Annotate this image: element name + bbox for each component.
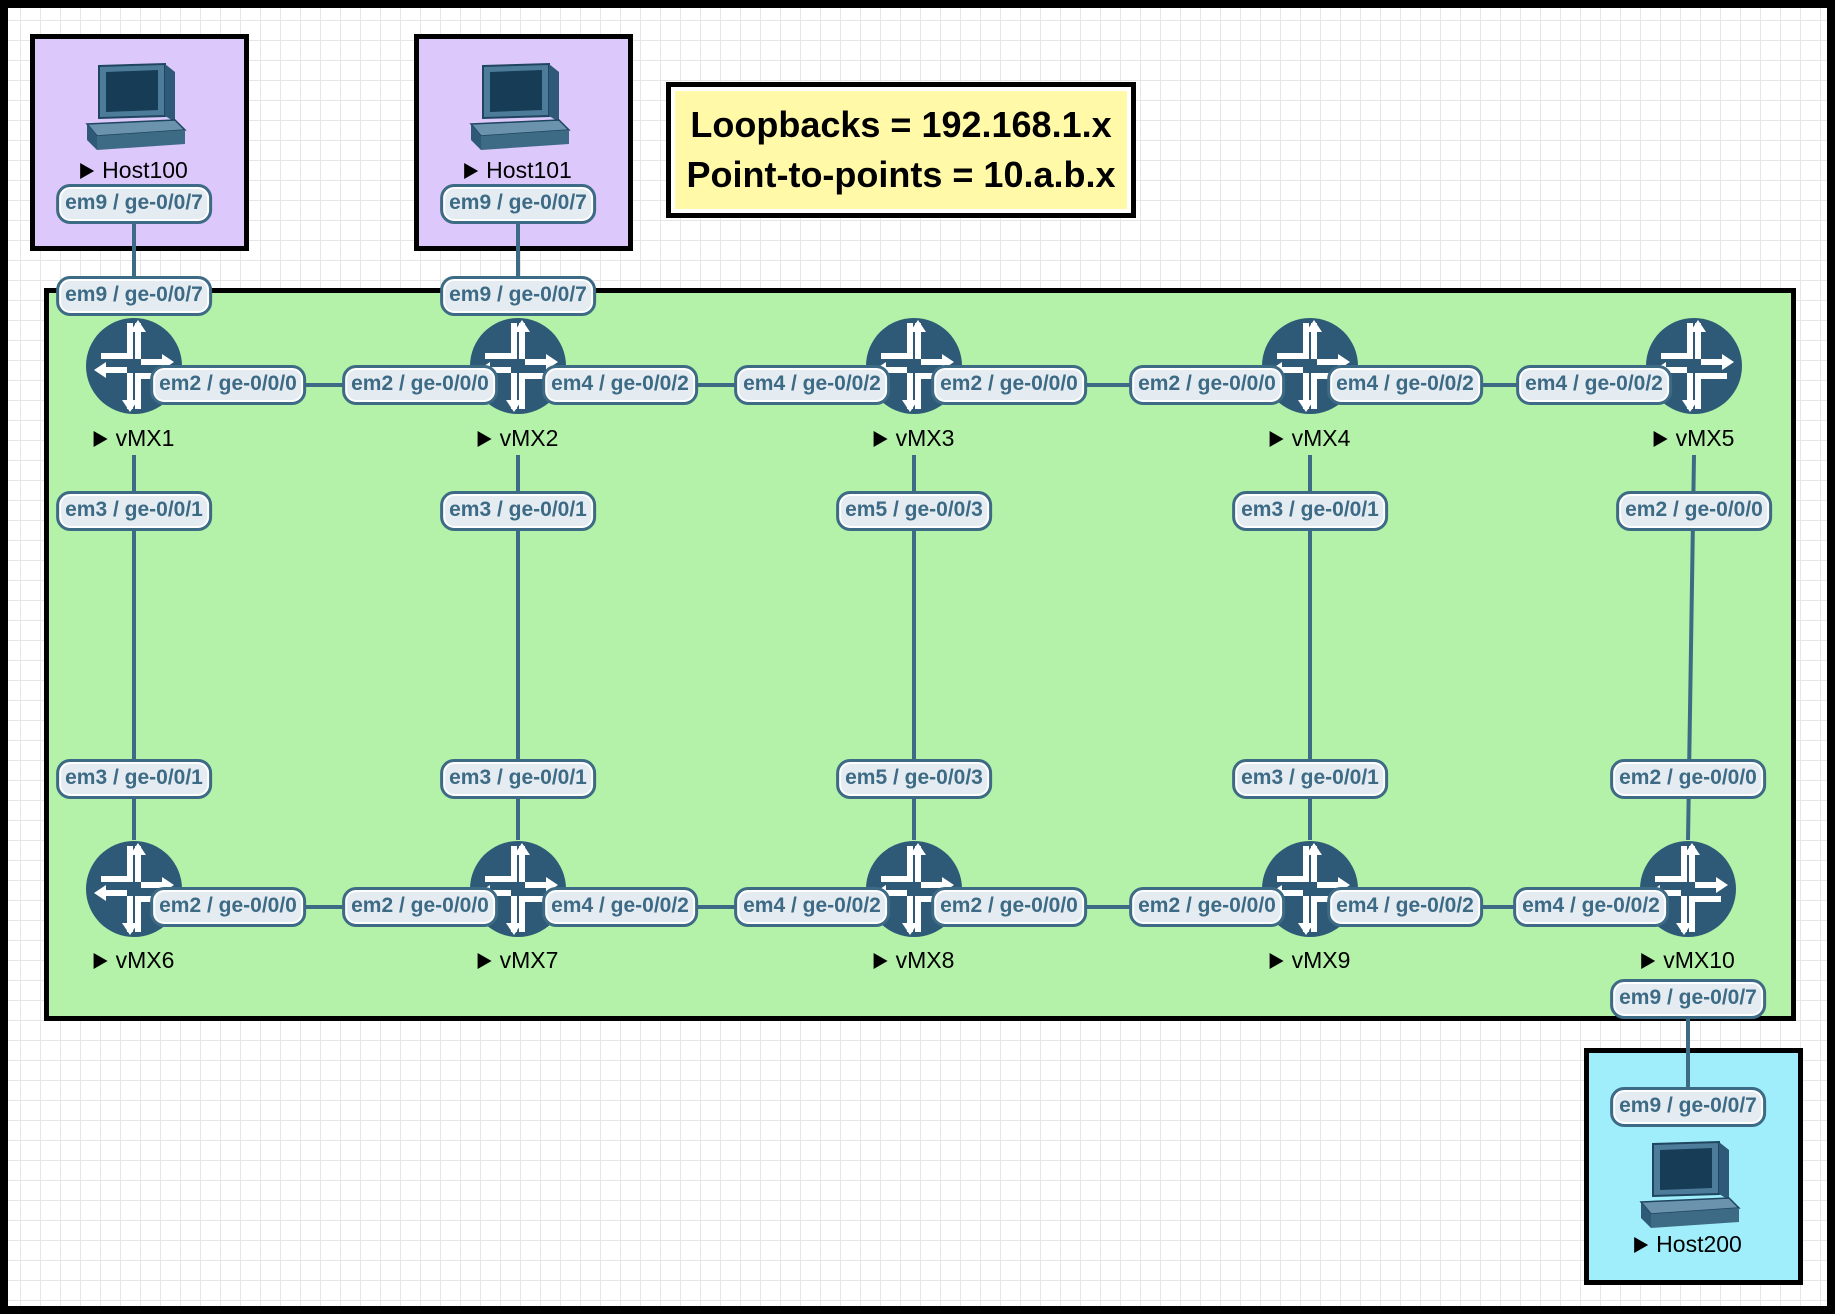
interface-label-vmx2-vmx2-vmx7[interactable]: em3 / ge-0/0/1 — [440, 491, 596, 531]
interface-label-vmx6-vmx6-vmx7[interactable]: em2 / ge-0/0/0 — [150, 887, 306, 927]
legend-point-to-points: Point-to-points = 10.a.b.x — [686, 154, 1116, 195]
node-label-host200[interactable]: Host200 — [1634, 1231, 1742, 1258]
expand-triangle-icon[interactable] — [873, 431, 888, 447]
node-name: vMX9 — [1291, 947, 1351, 973]
interface-label-vmx3-vmx3-vmx4[interactable]: em2 / ge-0/0/0 — [931, 365, 1087, 405]
node-name: vMX3 — [895, 425, 955, 451]
expand-triangle-icon[interactable] — [1641, 953, 1656, 969]
node-label-vmx10[interactable]: vMX10 — [1641, 947, 1735, 974]
interface-label-vmx7-vmx2-vmx7[interactable]: em3 / ge-0/0/1 — [440, 759, 596, 799]
interface-label-host200-vmx10-host200[interactable]: em9 / ge-0/0/7 — [1610, 1087, 1766, 1127]
interface-label-vmx9-vmx8-vmx9[interactable]: em2 / ge-0/0/0 — [1129, 887, 1285, 927]
expand-triangle-icon[interactable] — [873, 953, 888, 969]
node-name: vMX7 — [499, 947, 559, 973]
node-label-vmx9[interactable]: vMX9 — [1269, 947, 1351, 974]
expand-triangle-icon[interactable] — [1269, 431, 1284, 447]
node-name: Host200 — [1656, 1231, 1742, 1257]
interface-label-vmx2-host101-vmx2[interactable]: em9 / ge-0/0/7 — [440, 276, 596, 316]
interface-label-vmx7-vmx7-vmx8[interactable]: em4 / ge-0/0/2 — [542, 887, 698, 927]
legend-loopbacks: Loopbacks = 192.168.1.x — [690, 104, 1112, 145]
node-name: vMX5 — [1675, 425, 1735, 451]
pc-icon — [79, 60, 189, 156]
interface-label-vmx7-vmx6-vmx7[interactable]: em2 / ge-0/0/0 — [342, 887, 498, 927]
interface-label-vmx5-vmx4-vmx5[interactable]: em4 / ge-0/0/2 — [1516, 365, 1672, 405]
node-label-host100[interactable]: Host100 — [80, 157, 188, 184]
interface-label-vmx1-vmx1-vmx6[interactable]: em3 / ge-0/0/1 — [56, 491, 212, 531]
node-name: vMX8 — [895, 947, 955, 973]
expand-triangle-icon[interactable] — [477, 431, 492, 447]
node-label-host101[interactable]: Host101 — [464, 157, 572, 184]
node-label-vmx3[interactable]: vMX3 — [873, 425, 955, 452]
interface-label-vmx1-host100-vmx1[interactable]: em9 / ge-0/0/7 — [56, 276, 212, 316]
node-name: vMX4 — [1291, 425, 1351, 451]
interface-label-vmx4-vmx4-vmx5[interactable]: em4 / ge-0/0/2 — [1327, 365, 1483, 405]
interface-label-host100-host100-vmx1[interactable]: em9 / ge-0/0/7 — [56, 184, 212, 224]
node-label-vmx5[interactable]: vMX5 — [1653, 425, 1735, 452]
node-name: vMX1 — [115, 425, 175, 451]
interface-label-vmx3-vmx3-vmx8[interactable]: em5 / ge-0/0/3 — [836, 491, 992, 531]
interface-label-vmx10-vmx10-host200[interactable]: em9 / ge-0/0/7 — [1610, 979, 1766, 1019]
node-label-vmx7[interactable]: vMX7 — [477, 947, 559, 974]
node-name: Host101 — [486, 157, 572, 183]
addressing-legend: Loopbacks = 192.168.1.x Point-to-points … — [666, 82, 1136, 218]
interface-label-vmx9-vmx9-vmx10[interactable]: em4 / ge-0/0/2 — [1327, 887, 1483, 927]
interface-label-host101-host101-vmx2[interactable]: em9 / ge-0/0/7 — [440, 184, 596, 224]
interface-label-vmx4-vmx4-vmx9[interactable]: em3 / ge-0/0/1 — [1232, 491, 1388, 531]
expand-triangle-icon[interactable] — [477, 953, 492, 969]
interface-label-vmx10-vmx5-vmx10[interactable]: em2 / ge-0/0/0 — [1610, 759, 1766, 799]
node-label-vmx1[interactable]: vMX1 — [93, 425, 175, 452]
interface-label-vmx6-vmx1-vmx6[interactable]: em3 / ge-0/0/1 — [56, 759, 212, 799]
pc-icon — [1633, 1138, 1743, 1234]
pc-icon — [463, 60, 573, 156]
interface-label-vmx8-vmx7-vmx8[interactable]: em4 / ge-0/0/2 — [734, 887, 890, 927]
interface-label-vmx9-vmx4-vmx9[interactable]: em3 / ge-0/0/1 — [1232, 759, 1388, 799]
node-name: vMX10 — [1663, 947, 1735, 973]
interface-label-vmx10-vmx9-vmx10[interactable]: em4 / ge-0/0/2 — [1513, 887, 1669, 927]
expand-triangle-icon[interactable] — [93, 431, 108, 447]
node-label-vmx8[interactable]: vMX8 — [873, 947, 955, 974]
interface-label-vmx3-vmx2-vmx3[interactable]: em4 / ge-0/0/2 — [734, 365, 890, 405]
expand-triangle-icon[interactable] — [1653, 431, 1668, 447]
node-label-vmx2[interactable]: vMX2 — [477, 425, 559, 452]
node-name: vMX2 — [499, 425, 559, 451]
interface-label-vmx8-vmx3-vmx8[interactable]: em5 / ge-0/0/3 — [836, 759, 992, 799]
node-name: vMX6 — [115, 947, 175, 973]
interface-label-vmx4-vmx3-vmx4[interactable]: em2 / ge-0/0/0 — [1129, 365, 1285, 405]
interface-label-vmx2-vmx2-vmx3[interactable]: em4 / ge-0/0/2 — [542, 365, 698, 405]
interface-label-vmx1-vmx1-vmx2[interactable]: em2 / ge-0/0/0 — [150, 365, 306, 405]
expand-triangle-icon[interactable] — [1269, 953, 1284, 969]
expand-triangle-icon[interactable] — [1634, 1237, 1649, 1253]
node-label-vmx6[interactable]: vMX6 — [93, 947, 175, 974]
expand-triangle-icon[interactable] — [93, 953, 108, 969]
expand-triangle-icon[interactable] — [80, 163, 95, 179]
interface-label-vmx8-vmx8-vmx9[interactable]: em2 / ge-0/0/0 — [931, 887, 1087, 927]
expand-triangle-icon[interactable] — [464, 163, 479, 179]
interface-label-vmx5-vmx5-vmx10[interactable]: em2 / ge-0/0/0 — [1616, 491, 1772, 531]
interface-label-vmx2-vmx1-vmx2[interactable]: em2 / ge-0/0/0 — [342, 365, 498, 405]
node-label-vmx4[interactable]: vMX4 — [1269, 425, 1351, 452]
node-name: Host100 — [102, 157, 188, 183]
